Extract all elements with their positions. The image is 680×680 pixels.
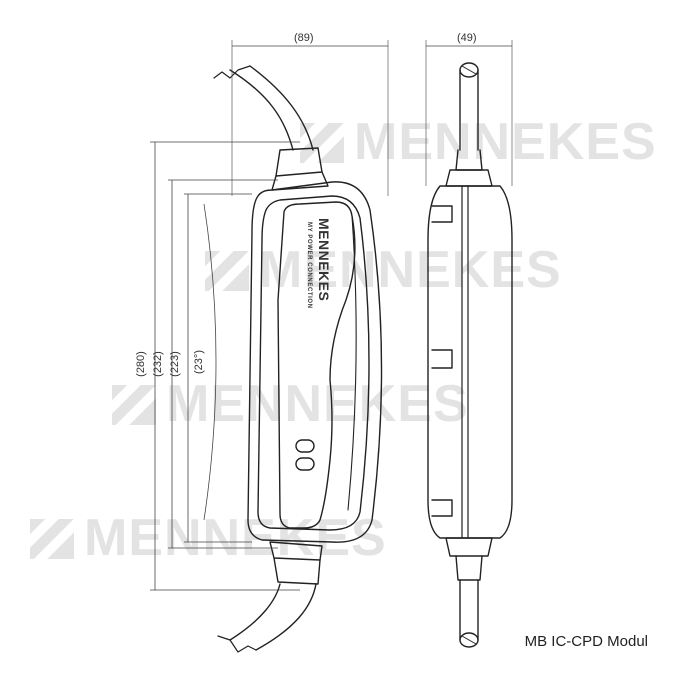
top-cable — [229, 69, 294, 151]
led-indicator-icon — [295, 439, 315, 453]
caption: MB IC-CPD Modul — [524, 633, 648, 650]
watermark: MENNEKES — [300, 112, 657, 172]
side-bottom-cable — [459, 579, 479, 641]
watermark: MENNEKES — [205, 240, 562, 300]
dim-height-face: (223) — [168, 351, 181, 377]
bottom-strain-relief — [269, 541, 323, 561]
watermark-text: MENNEKES — [354, 113, 657, 171]
mennekes-logo-icon — [300, 123, 344, 163]
watermark: MENNEKES — [30, 508, 387, 568]
display-face — [277, 201, 356, 529]
bottom-cable — [229, 583, 281, 641]
mennekes-logo-icon — [30, 519, 74, 559]
side-top-cable — [459, 69, 479, 151]
watermark-text: MENNEKES — [259, 241, 562, 299]
device-subtitle: MY POWER CONNECTION — [306, 222, 312, 309]
device-brand: MENNEKES — [316, 218, 332, 302]
housing-outer — [247, 181, 383, 543]
top-strain-relief — [275, 147, 323, 177]
dim-width-front: (89) — [294, 32, 314, 44]
watermark-text: MENNEKES — [166, 375, 469, 433]
mennekes-logo-icon — [112, 385, 156, 425]
watermark-text: MENNEKES — [84, 509, 387, 567]
dim-height-body: (232) — [151, 351, 164, 377]
dim-angle: (23°) — [192, 350, 205, 374]
side-housing — [427, 185, 513, 539]
dim-width-side: (49) — [457, 32, 477, 44]
watermark: MENNEKES — [112, 374, 469, 434]
dim-height-total: (280) — [134, 351, 147, 377]
